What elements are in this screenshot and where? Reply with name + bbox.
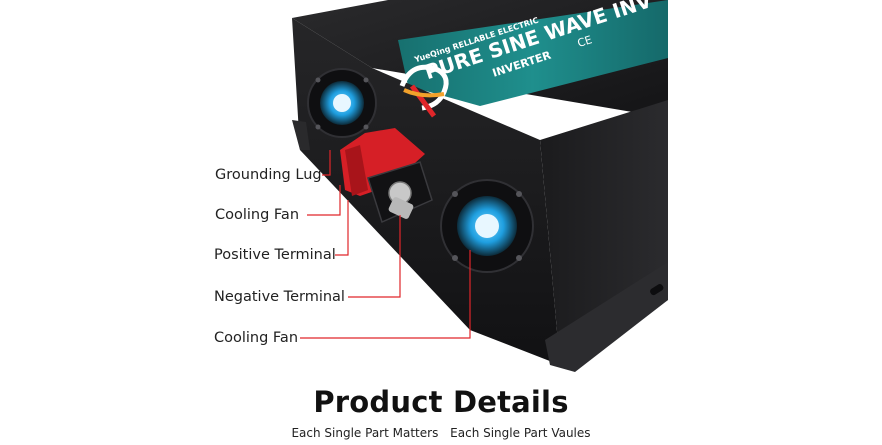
- callout-negative-terminal: Negative Terminal: [214, 289, 345, 305]
- callout-lines: [300, 150, 471, 339]
- section-heading: Product Details: [313, 385, 569, 419]
- tagline: Each Single Part Matters Each Single Par…: [0, 426, 882, 440]
- callout-grounding-lug: Grounding Lug: [215, 167, 322, 183]
- tagline-left: Each Single Part Matters: [291, 426, 439, 440]
- certification-marks: CE: [576, 33, 594, 50]
- tagline-right: Each Single Part Vaules: [450, 426, 591, 440]
- callout-cooling-fan-lower: Cooling Fan: [214, 330, 299, 346]
- left-bracket: [292, 120, 310, 150]
- brand-logo-icon: [399, 64, 449, 118]
- negative-terminal-post: [367, 161, 433, 224]
- positive-terminal-cover: [340, 128, 425, 196]
- mounting-slot: [650, 284, 664, 296]
- callout-cooling-fan-upper: Cooling Fan: [215, 207, 300, 223]
- callout-positive-terminal: Positive Terminal: [214, 247, 336, 263]
- mounting-flange: [545, 262, 668, 372]
- brand-panel: [398, 0, 668, 106]
- cooling-fan-upper: [307, 68, 377, 138]
- cooling-fan-lower: [440, 179, 534, 273]
